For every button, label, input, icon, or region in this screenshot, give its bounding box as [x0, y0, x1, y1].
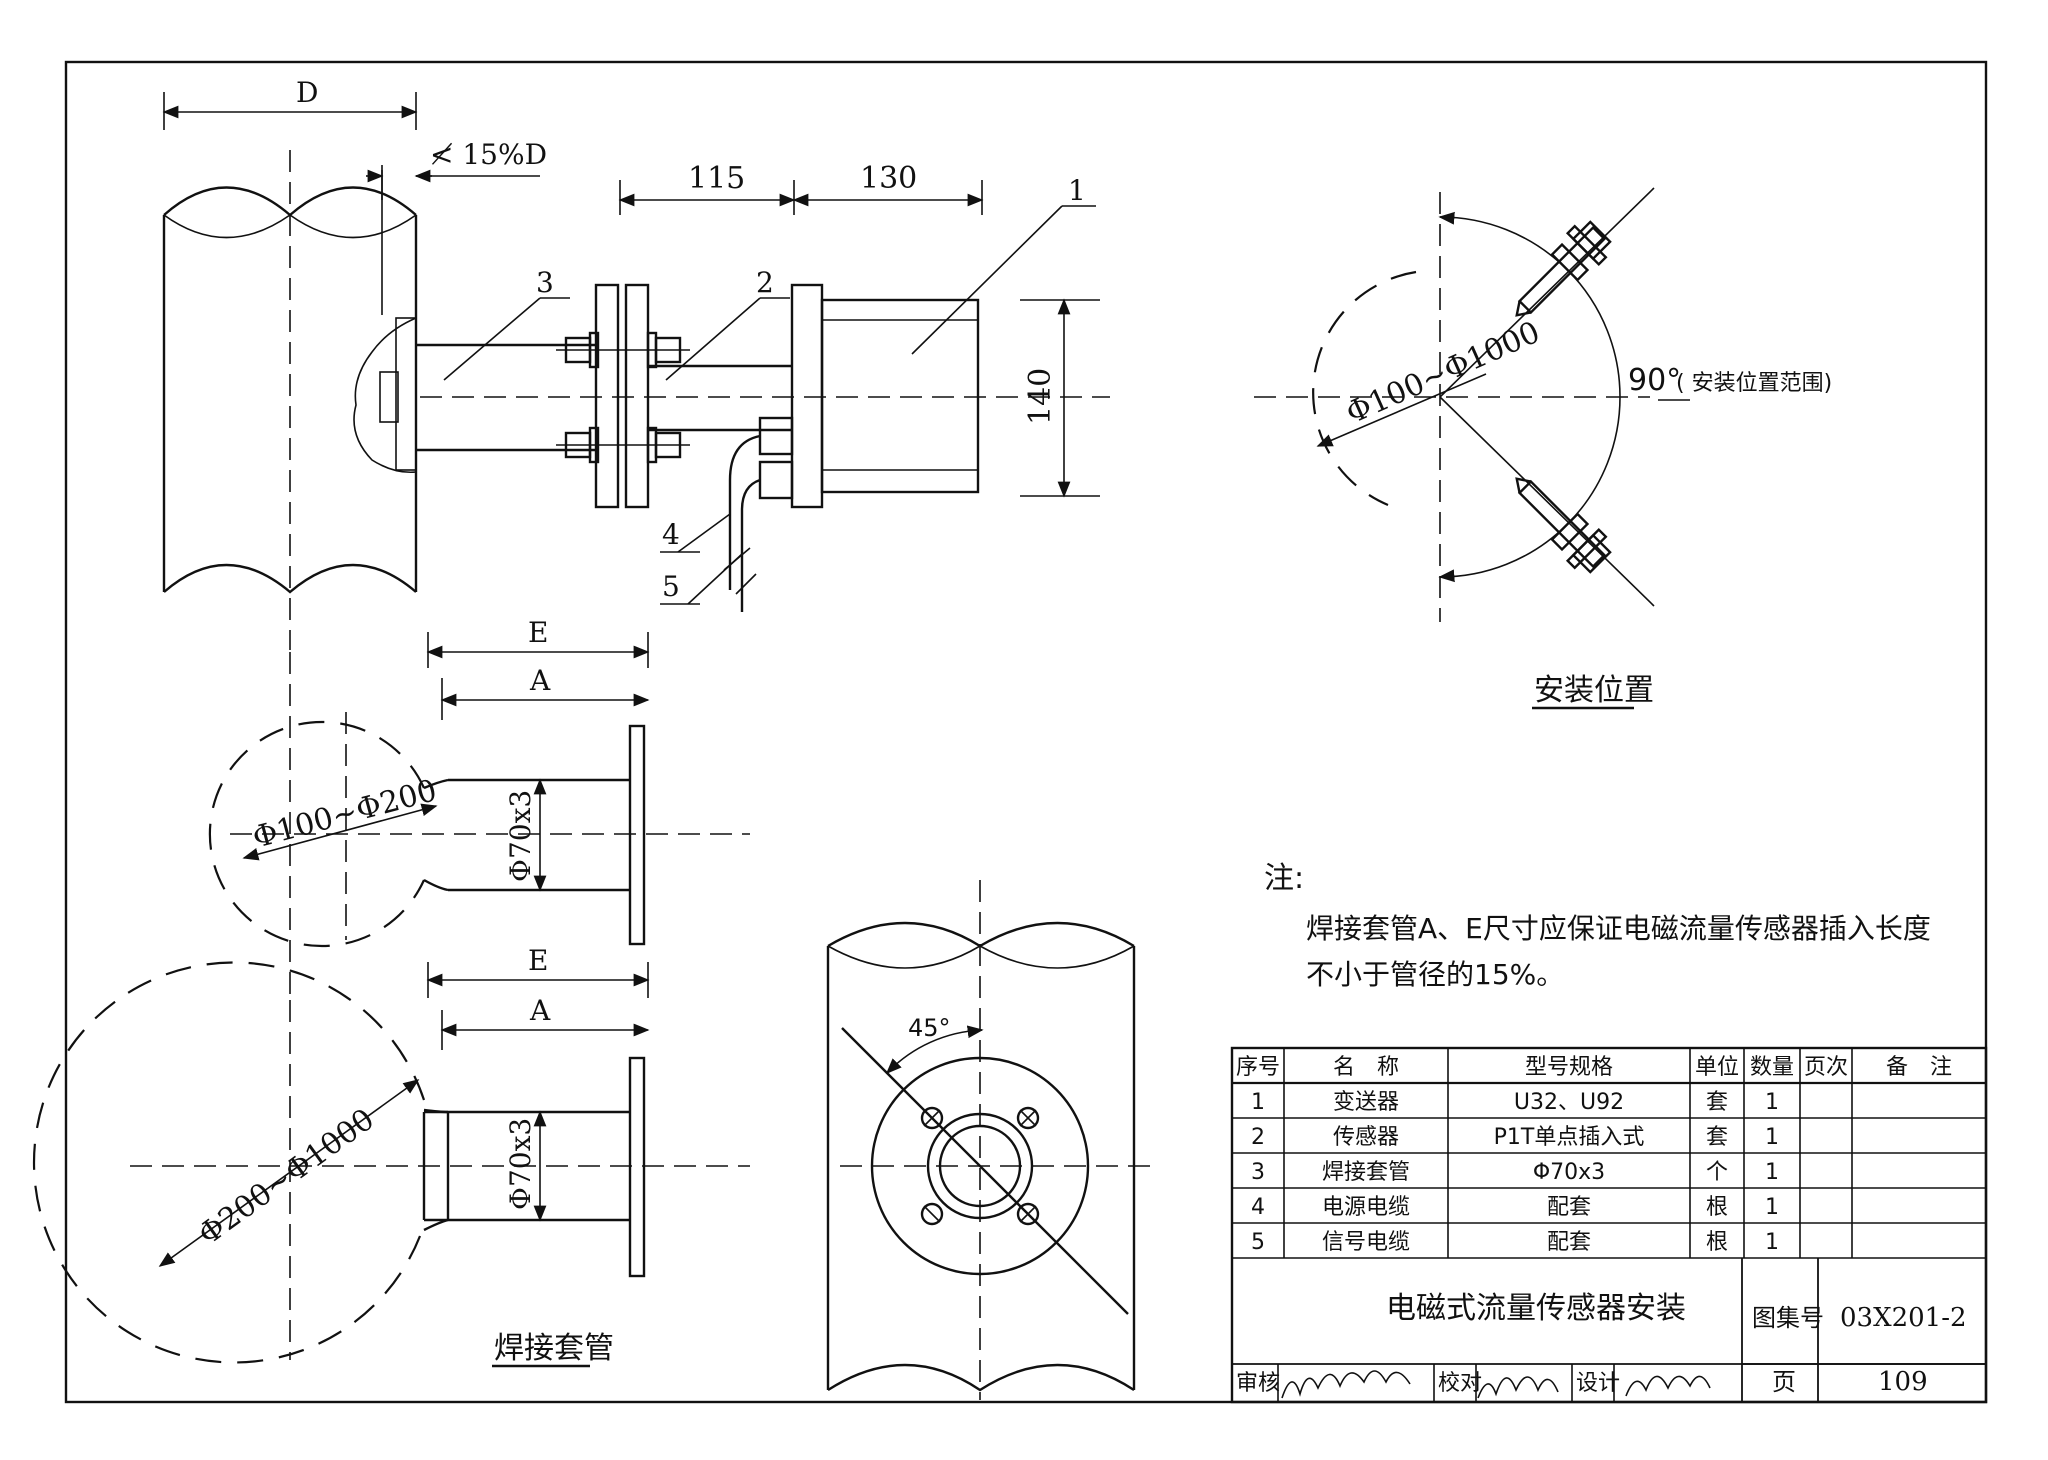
svg-text:1: 1: [1068, 174, 1086, 207]
dim-a-small: A: [529, 664, 551, 697]
table-row-cell: 4: [1251, 1195, 1265, 1220]
svg-text:5: 5: [662, 570, 680, 603]
main-elevation-view: D ≮ 15%D 115 130 140 1 2: [162, 76, 1110, 650]
signature-check: [1477, 1376, 1559, 1399]
pipe-small-range: Φ100~Φ200: [249, 773, 440, 856]
table-row-cell: 传感器: [1333, 1125, 1399, 1150]
atlas-number: 03X201-2: [1840, 1303, 1967, 1333]
install-position-view: Φ100~Φ1000 90° ( 安装位置范围) 安装位置: [1254, 187, 1832, 710]
dim-insertion-label: ≮ 15%D: [430, 138, 547, 171]
angle-90-label: 90°: [1628, 363, 1681, 398]
table-header-cell: 页次: [1804, 1055, 1848, 1080]
parts-table: 序号 名 称 型号规格 单位数量页次 备 注 1 变送器 U32、U92 套 1 2 传感器 P1T单点…: [1230, 1046, 1988, 1404]
pipe-plan-view: 45°: [826, 880, 1150, 1400]
angle-90-note: ( 安装位置范围): [1676, 371, 1832, 396]
drawing-title: 电磁式流量传感器安装: [1386, 1291, 1686, 1326]
dim-a-large: A: [529, 994, 551, 1027]
dim-130: 130: [860, 161, 917, 196]
install-position-caption: 安装位置: [1534, 673, 1654, 708]
table-row-cell: 1: [1765, 1195, 1779, 1220]
table-row-cell: 焊接套管: [1322, 1160, 1410, 1185]
table-header-cell: 单位: [1695, 1055, 1739, 1080]
pipe-large-range: Φ200~Φ1000: [192, 1102, 381, 1253]
atlas-label: 图集号: [1752, 1304, 1824, 1332]
notes-line-2: 不小于管径的15%。: [1306, 958, 1564, 991]
notes-heading: 注:: [1264, 861, 1304, 896]
notes-block: 注: 焊接套管A、E尺寸应保证电磁流量传感器插入长度 不小于管径的15%。: [1264, 861, 1931, 991]
flange-plan-outer: [870, 1056, 1090, 1276]
sensor-position-lower: [1515, 477, 1612, 574]
dim-d-label: D: [296, 76, 318, 109]
callout-2: 2: [665, 266, 790, 381]
table-row-cell: 套: [1706, 1090, 1728, 1115]
flange-left: [594, 283, 620, 509]
dim-e-large: E: [528, 944, 548, 977]
callout-5: 5: [660, 553, 743, 605]
signature-review: [1281, 1370, 1411, 1399]
callout-3: 3: [443, 266, 570, 381]
table-row-cell: 1: [1765, 1160, 1779, 1185]
page-number: 109: [1878, 1367, 1928, 1397]
dim-e-small: E: [528, 616, 548, 649]
table-row-cell: Φ70x3: [1533, 1160, 1605, 1185]
table-row-cell: 根: [1706, 1195, 1728, 1220]
transmitter-housing: [758, 283, 980, 509]
dim-140: 140: [1023, 368, 1058, 425]
weld-sleeve-view-small: E A Φ70x3 Φ100~Φ200: [208, 616, 750, 1000]
table-header-cell: 序号: [1236, 1055, 1280, 1080]
angle-45-label: 45°: [908, 1014, 951, 1042]
sensor-position-upper: [1515, 220, 1612, 317]
table-row-cell: U32、U92: [1514, 1090, 1624, 1115]
table-row-cell: 配套: [1547, 1230, 1591, 1255]
svg-text:3: 3: [536, 266, 554, 299]
table-row-cell: 1: [1251, 1090, 1265, 1115]
drawing-frame: [64, 60, 1988, 1404]
sleeve-spec-large: Φ70x3: [504, 1118, 537, 1210]
table-row-cell: 1: [1765, 1230, 1779, 1255]
table-row-cell: 根: [1706, 1230, 1728, 1255]
weld-sleeve-view-large: E A Φ70x3 Φ200~Φ1000 焊接套管: [32, 944, 750, 1368]
signature-design: [1625, 1375, 1711, 1397]
table-row-cell: P1T单点插入式: [1494, 1125, 1645, 1150]
dim-115: 115: [688, 161, 745, 196]
design-label: 设计: [1576, 1371, 1620, 1396]
table-row-cell: 电源电缆: [1322, 1195, 1410, 1220]
table-row-cell: 个: [1706, 1160, 1728, 1185]
weld-sleeve-caption: 焊接套管: [494, 1331, 614, 1366]
table-row-cell: 1: [1765, 1125, 1779, 1150]
page-label: 页: [1772, 1368, 1796, 1396]
table-row-cell: 配套: [1547, 1195, 1591, 1220]
title-block: 电磁式流量传感器安装 图集号 03X201-2 审核 校对 设计 页 109: [1236, 1291, 1967, 1399]
callout-4: 4: [660, 513, 731, 553]
svg-text:4: 4: [662, 518, 680, 551]
table-row-cell: 1: [1765, 1090, 1779, 1115]
table-header-cell: 名 称: [1333, 1055, 1399, 1080]
table-row-cell: 3: [1251, 1160, 1265, 1185]
flange-right: [624, 283, 650, 509]
sleeve-spec-small: Φ70x3: [504, 790, 537, 882]
pipe-range-position: Φ100~Φ1000: [1341, 315, 1545, 432]
pipe-elevation: [162, 150, 418, 650]
table-row-cell: 套: [1706, 1125, 1728, 1150]
review-label: 审核: [1236, 1371, 1280, 1396]
table-header-cell: 型号规格: [1525, 1055, 1613, 1080]
callout-1: 1: [911, 174, 1096, 355]
notes-line-1: 焊接套管A、E尺寸应保证电磁流量传感器插入长度: [1306, 912, 1931, 945]
table-row-cell: 变送器: [1333, 1090, 1399, 1115]
table-header-cell: 数量: [1750, 1055, 1794, 1080]
table-row-cell: 2: [1251, 1125, 1265, 1150]
table-header-cell: 备 注: [1886, 1055, 1952, 1080]
table-row-cell: 5: [1251, 1230, 1265, 1255]
svg-text:2: 2: [756, 266, 774, 299]
table-row-cell: 信号电缆: [1322, 1230, 1410, 1255]
check-label: 校对: [1438, 1371, 1482, 1396]
